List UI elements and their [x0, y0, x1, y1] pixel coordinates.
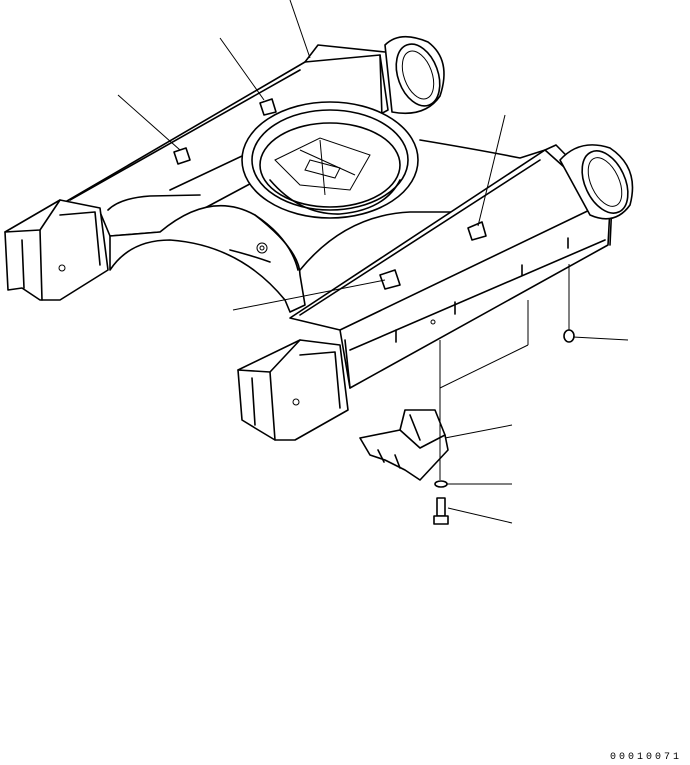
- guide-block-3: [467, 221, 487, 241]
- guide-block-2: [259, 98, 277, 116]
- plug-part: [563, 329, 575, 343]
- leader-lines: [117, 0, 629, 524]
- lower-sprocket-bracket: [237, 339, 349, 441]
- guide-block-4: [379, 269, 401, 290]
- upper-track-frame: [54, 35, 445, 237]
- swing-circle: [241, 101, 419, 219]
- upper-sprocket-bracket: [4, 194, 201, 301]
- bolt-part: [433, 497, 449, 525]
- drawing-number: 00010071: [609, 752, 682, 763]
- guide-block-1: [173, 147, 191, 165]
- washer-part: [434, 480, 448, 488]
- track-guard-part: [359, 409, 449, 481]
